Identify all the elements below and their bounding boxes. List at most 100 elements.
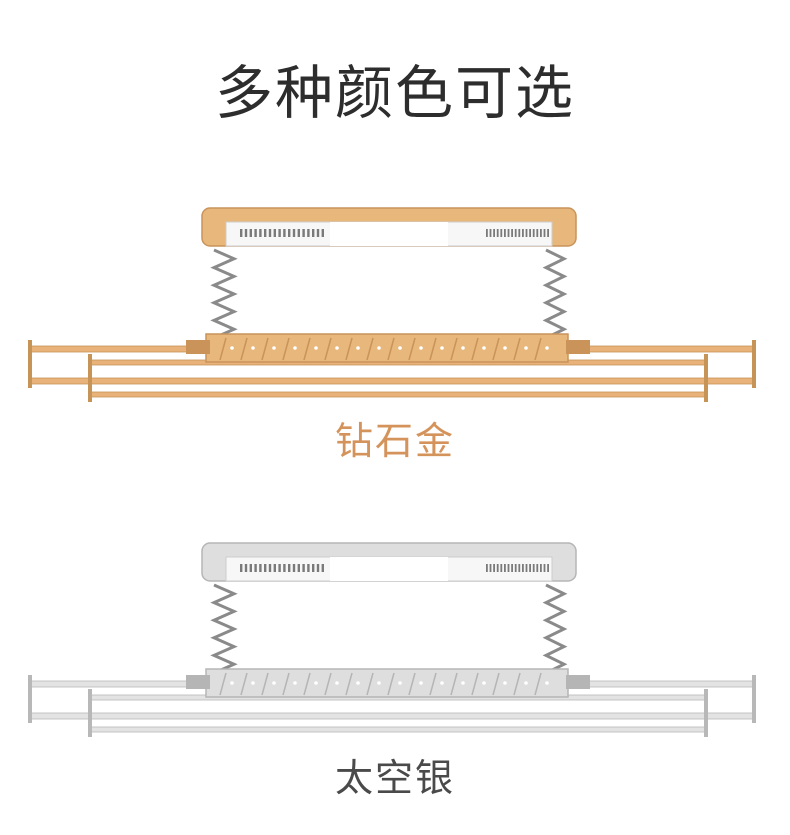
grille-hole: [461, 681, 465, 685]
vent-slot: [540, 229, 542, 237]
grille-slat: [303, 337, 311, 361]
grille-hole: [377, 681, 381, 685]
grille-slat: [219, 337, 227, 361]
grille-slat: [324, 672, 332, 696]
grille-slat: [492, 337, 500, 361]
vent-slot: [525, 564, 528, 572]
grille-hole: [377, 346, 381, 350]
grille-slat: [534, 672, 542, 696]
grille-slat: [219, 672, 227, 696]
led-light: [330, 222, 448, 246]
vent-slot: [312, 564, 315, 572]
grille-hole: [545, 346, 549, 350]
vent-slot: [486, 229, 488, 237]
vent-slot: [312, 229, 315, 237]
grille-hole: [524, 346, 528, 350]
vent-slot: [536, 564, 539, 572]
grille-slat: [345, 672, 353, 696]
vent-slot: [259, 229, 262, 237]
vent-slot: [297, 564, 300, 572]
grille-slat: [513, 337, 521, 361]
vent-slot: [525, 229, 528, 237]
grille-hole: [230, 346, 234, 350]
vent-slot: [302, 564, 305, 572]
drying-rod: [89, 726, 707, 733]
vent-slot: [500, 564, 503, 572]
rod-end: [752, 675, 756, 723]
page-title: 多种颜色可选: [214, 59, 575, 127]
bracket: [566, 675, 590, 689]
grille-hole: [314, 681, 318, 685]
vent-slot: [504, 229, 506, 237]
grille-slat: [261, 337, 269, 361]
vent-slot: [249, 229, 252, 237]
grille-slat: [387, 337, 395, 361]
vent-slot: [264, 229, 267, 237]
grille-slat: [240, 337, 248, 361]
vent-slot: [547, 564, 549, 572]
grille-slat: [408, 672, 416, 696]
grille-hole: [314, 346, 318, 350]
drying-rack-silver-illustration: [28, 542, 756, 737]
scissor-arm: [542, 248, 568, 340]
grille-hole: [293, 681, 297, 685]
vent-slot: [297, 229, 300, 237]
grille-slat: [492, 672, 500, 696]
vent-slot: [532, 229, 535, 237]
grille-slat: [471, 337, 479, 361]
grille-slat: [450, 337, 458, 361]
vent-slot: [543, 564, 546, 572]
drying-rod: [29, 712, 755, 720]
grille-hole: [503, 346, 507, 350]
scissor-arm: [542, 583, 568, 675]
vent-slot: [254, 229, 257, 237]
vent-slot: [307, 229, 310, 237]
grille-hole: [482, 346, 486, 350]
vent-slot: [278, 229, 281, 237]
drying-rod: [89, 391, 707, 398]
grille-hole: [251, 346, 255, 350]
vent-slot: [307, 564, 310, 572]
vent-slot: [493, 564, 495, 572]
grille-slat: [282, 672, 290, 696]
rod-end: [752, 340, 756, 388]
grille-slat: [261, 672, 269, 696]
vent-slot: [496, 564, 499, 572]
vent-slot: [507, 564, 510, 572]
grille-slat: [282, 337, 290, 361]
vent-slot: [489, 229, 492, 237]
grille-slat: [303, 672, 311, 696]
grille-slat: [450, 672, 458, 696]
vent-slot: [240, 564, 243, 572]
vent-slot: [496, 229, 499, 237]
vent-slot: [540, 564, 542, 572]
color-label-silver: 太空银: [334, 756, 455, 800]
grille-slat: [429, 672, 437, 696]
vent-slot: [244, 229, 248, 237]
grille-frame: [205, 668, 569, 698]
vent-slot: [507, 229, 510, 237]
vent-slot: [288, 564, 291, 572]
bracket: [186, 675, 210, 689]
led-light: [330, 557, 448, 581]
vent-slot: [249, 564, 252, 572]
grille-hole: [272, 681, 276, 685]
vent-slot: [514, 564, 517, 572]
vent-slot: [536, 229, 539, 237]
vent-slot: [278, 564, 281, 572]
vent-slot: [522, 229, 524, 237]
scissor-arm: [210, 583, 238, 675]
grille-slat: [408, 337, 416, 361]
grille-hole: [230, 681, 234, 685]
grille-hole: [335, 346, 339, 350]
grille-slat: [387, 672, 395, 696]
grille-hole: [293, 346, 297, 350]
vent-slot: [500, 229, 503, 237]
grille-slat: [366, 337, 374, 361]
product-image-silver: [0, 535, 790, 755]
rod-end: [704, 689, 708, 737]
scissor-arm: [210, 248, 238, 340]
vent-slot: [321, 229, 324, 237]
grille-hole: [524, 681, 528, 685]
rod-end: [28, 675, 32, 723]
